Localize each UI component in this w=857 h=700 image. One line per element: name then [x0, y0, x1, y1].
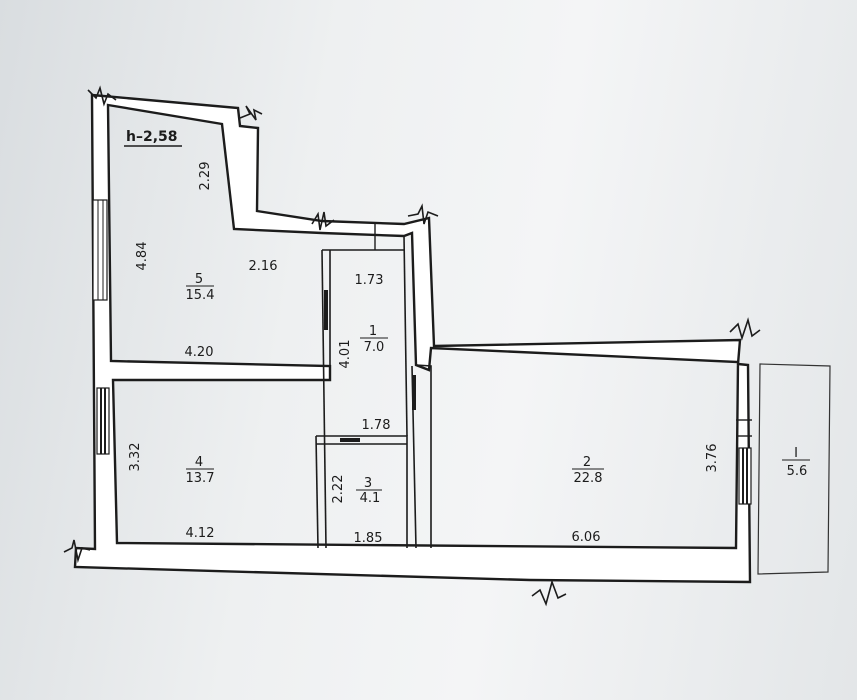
window-left-bottom — [96, 387, 110, 455]
dim-4-12: 4.12 — [186, 526, 215, 541]
balcony — [757, 363, 831, 575]
svg-text:22.8: 22.8 — [574, 471, 603, 486]
break-mark-mid — [311, 211, 335, 231]
wall-room3-left — [315, 435, 319, 549]
dim-2-16: 2.16 — [249, 259, 278, 274]
dim-3-76: 3.76 — [705, 444, 720, 473]
room-2: 2 22.8 — [572, 455, 604, 486]
dim-3-32: 3.32 — [128, 443, 143, 472]
svg-text:5: 5 — [195, 272, 203, 287]
svg-text:1: 1 — [369, 324, 377, 339]
dim-2-29: 2.29 — [198, 162, 213, 191]
dim-1-73: 1.73 — [355, 273, 384, 288]
window-right — [738, 447, 752, 505]
svg-text:2: 2 — [583, 455, 591, 470]
svg-text:15.4: 15.4 — [186, 288, 215, 303]
wall-room5-right — [221, 123, 235, 230]
svg-text:13.7: 13.7 — [186, 471, 215, 486]
dim-4-20: 4.20 — [185, 345, 214, 360]
wall-room1-right — [403, 235, 408, 437]
break-mark-bottom — [531, 579, 567, 607]
room-3: 3 4.1 — [356, 476, 382, 506]
dim-6-06: 6.06 — [572, 530, 601, 545]
dim-1-85: 1.85 — [354, 531, 383, 546]
dim-4-84: 4.84 — [135, 242, 150, 271]
outer-wall — [73, 93, 752, 584]
svg-text:7.0: 7.0 — [364, 340, 385, 355]
svg-text:3: 3 — [364, 476, 372, 491]
window-left-top — [92, 199, 108, 301]
break-mark-top-right — [239, 105, 263, 121]
room-5: 5 15.4 — [186, 272, 215, 303]
break-mark-top-left — [87, 85, 117, 107]
room-4: 4 13.7 — [186, 455, 215, 486]
ceiling-height-label: h–2,58 — [126, 129, 178, 145]
dim-2-22: 2.22 — [331, 475, 346, 504]
break-mark-mid-right — [407, 203, 439, 225]
wall-room1-left — [321, 249, 327, 549]
dim-4-01: 4.01 — [338, 340, 353, 369]
room-1: 1 7.0 — [360, 324, 388, 355]
svg-text:I: I — [794, 446, 798, 461]
break-mark-bottom-left — [63, 539, 91, 564]
svg-text:4.1: 4.1 — [360, 491, 381, 506]
wall-room2-left — [415, 364, 432, 548]
svg-text:4: 4 — [195, 455, 203, 470]
room-balcony: I 5.6 — [782, 446, 810, 479]
wall-room3-top — [316, 435, 408, 548]
svg-text:5.6: 5.6 — [787, 464, 808, 479]
break-mark-right — [729, 317, 761, 341]
dim-1-78: 1.78 — [362, 418, 391, 433]
